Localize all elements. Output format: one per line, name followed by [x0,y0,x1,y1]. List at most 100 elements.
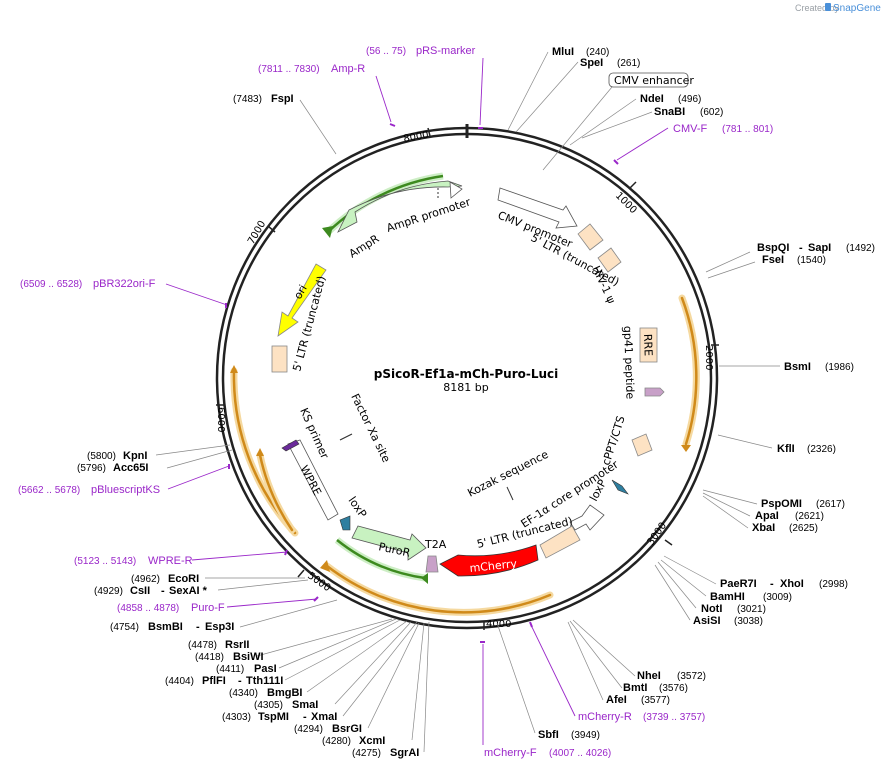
primer-puro-f-name[interactable]: Puro-F [191,602,225,614]
tick-label-3000: 3000 [645,521,669,548]
enzyme-bsmi-name[interactable]: BsmI [784,361,811,373]
ampr-arc [327,174,444,233]
enzyme-sapi-name[interactable]: SapI [808,242,831,254]
enzyme-ecori-name[interactable]: EcoRI [168,573,199,585]
enzyme-bmgbi-name[interactable]: BmgBI [267,687,302,699]
enzyme-fsei-pos: (1540) [797,255,826,266]
enzyme-rsrii-pos: (4478) [188,640,217,651]
enzyme-xmai-name[interactable]: XmaI [311,711,337,723]
plasmid-length: 8181 bp [443,381,488,394]
enzyme-apai-name[interactable]: ApaI [755,510,779,522]
enzyme-smai-name[interactable]: SmaI [292,699,318,711]
ori-feature[interactable] [277,263,327,337]
primer-pbluescriptks-name[interactable]: pBluescriptKS [91,484,160,496]
enzyme-mlui-name[interactable]: MluI [552,46,574,58]
mcherry-feature[interactable] [439,544,539,577]
primer-mcherry-r-name[interactable]: mCherry-R [578,711,632,723]
enzyme-bmgbi-pos: (4340) [229,688,258,699]
ampr-arc-arrowhead [322,226,333,238]
primer-cmv-f-pos: (781 .. 801) [722,124,773,135]
enzyme-fspi-name[interactable]: FspI [271,93,294,105]
enzyme-nhei-name[interactable]: NheI [637,670,661,682]
puror-feature[interactable] [351,525,427,561]
enzyme-bsmbi-name[interactable]: BsmBI [148,621,183,633]
loxp-left-feature[interactable] [339,515,351,531]
enzyme-bsmi-pos: (1986) [825,362,854,373]
primer-prs-marker-pos: (56 .. 75) [366,46,406,57]
primer-pbr322ori-f-pos: (6509 .. 6528) [20,279,82,290]
enzyme-sexai-name[interactable]: SexAI * [169,585,208,597]
enzyme-nhei-pos: (3572) [677,671,706,682]
arrowhead-orange-1 [681,445,691,452]
enzyme-kpni-name[interactable]: KpnI [123,450,147,462]
factor-xa-marker [339,433,353,441]
enzyme-xbai-pos: (2625) [789,523,818,534]
primer-wpre-r-name[interactable]: WPRE-R [148,555,193,567]
primer-pbr322ori-f-name[interactable]: pBR322ori-F [93,278,156,290]
t2a-feature[interactable] [425,555,439,573]
enzyme-pspomi-name[interactable]: PspOMI [761,498,802,510]
enzyme-sgrai-pos: (4275) [352,748,381,759]
enzyme-csii-name[interactable]: CsII [130,585,150,597]
enzyme-tth111i-name[interactable]: Tth111I [246,675,283,687]
enzyme-pasi-name[interactable]: PasI [254,663,277,675]
enzyme-pflfi-name[interactable]: PflFI [202,675,226,687]
enzyme-xhoi-name[interactable]: XhoI [780,578,804,590]
tick-marks [216,127,719,630]
enzyme-snabi-name[interactable]: SnaBI [654,106,685,118]
primer-prs-marker-name[interactable]: pRS-marker [416,45,476,57]
leader-lines [155,51,780,753]
ef1a-feature[interactable] [569,504,605,531]
tick-label-2000: 2000 [703,345,714,370]
ks-primer-feature[interactable] [281,439,300,452]
enzyme-bsmbi-pos: (4754) [110,622,139,633]
enzyme-spei-name[interactable]: SpeI [580,57,603,69]
ltr5-top-feature[interactable] [577,223,604,251]
enzyme-bsrgi-pos: (4294) [294,724,323,735]
enzyme-bmti-name[interactable]: BmtI [623,682,647,694]
enzyme-pspomi-pos: (2617) [816,499,845,510]
plasmid-name: pSicoR-Ef1a-mCh-Puro-Luci [374,367,559,381]
enzyme-esp3i-name[interactable]: Esp3I [205,621,234,633]
enzyme-bsiwi-pos: (4418) [195,652,224,663]
enzyme-ndei-name[interactable]: NdeI [640,93,664,105]
tick-label-5000: 5000 [305,570,332,594]
enzyme-afei-name[interactable]: AfeI [606,694,627,706]
hiv-psi-feature[interactable] [597,247,622,273]
enzyme-sgrai-name[interactable]: SgrAI [390,747,419,759]
enzyme-paer7i-name[interactable]: PaeR7I [720,578,757,590]
enzyme-bsiwi-name[interactable]: BsiWI [233,651,264,663]
enzyme-xcmi-name[interactable]: XcmI [359,735,385,747]
enzyme-asisi-name[interactable]: AsiSI [693,615,721,627]
enzyme-bamhi-name[interactable]: BamHI [710,591,745,603]
enzyme-xbai-name[interactable]: XbaI [752,522,775,534]
cppt-feature[interactable] [631,433,653,457]
feature-t2a-label: T2A [424,538,447,551]
primer-amp-r-name[interactable]: Amp-R [331,63,365,75]
enzyme-bamhi-pos: (3009) [763,592,792,603]
rre-feature[interactable] [639,327,658,363]
loxp-right-feature[interactable] [611,479,629,495]
enzyme-noti-name[interactable]: NotI [701,603,722,615]
enzyme-smai-pos: (4305) [254,700,283,711]
feature-cmv-enhancer-label: CMV enhancer [614,74,694,87]
enzyme-rsrii-name[interactable]: RsrII [225,639,249,651]
ampr-feature[interactable] [337,180,463,233]
enzyme-tspmi-name[interactable]: TspMI [258,711,289,723]
enzyme-bsrgi-name[interactable]: BsrGI [332,723,362,735]
arrowhead-orange-3 [230,365,238,373]
enzyme-bspqi-name[interactable]: BspQI [757,242,789,254]
primer-cmv-f-name[interactable]: CMV-F [673,123,708,135]
enzyme-sbfi-name[interactable]: SbfI [538,729,559,741]
gp41-feature[interactable] [644,387,665,397]
ltr5-left-feature[interactable] [271,345,288,373]
enzyme-fsei-name[interactable]: FseI [762,254,784,266]
primer-mcherry-f-name[interactable]: mCherry-F [484,747,537,759]
cmv-enhancer-box[interactable] [608,72,689,88]
ampr-promoter-arrow[interactable] [449,181,463,199]
enzyme-acc65i-name[interactable]: Acc65I [113,462,148,474]
cmv-promoter-feature[interactable] [497,187,578,229]
ltr5-bottom-feature[interactable] [539,525,581,559]
enzyme-csii-pos: (4929) [94,586,123,597]
enzyme-kfli-name[interactable]: KflI [777,443,795,455]
